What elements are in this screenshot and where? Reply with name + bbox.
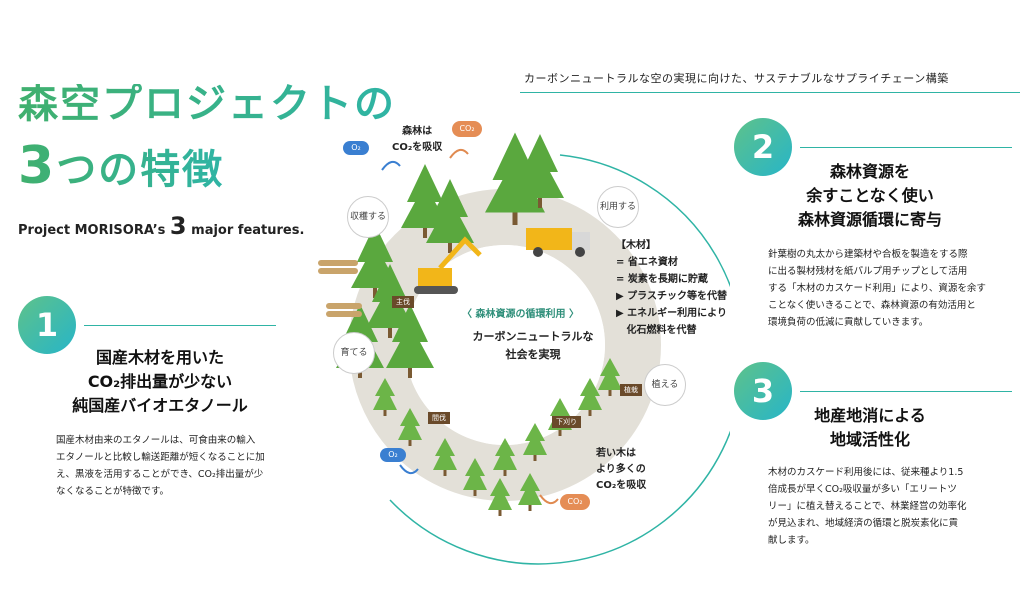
stage-use: 利用する: [597, 186, 639, 228]
page-title-line1: 森空プロジェクトの: [18, 81, 396, 127]
tag-main-cut: 主伐: [392, 296, 414, 308]
feature-1-heading-line: CO₂排出量が少ない: [87, 372, 233, 391]
o2-badge-top: O₂: [343, 141, 369, 155]
subtitle-number: 3: [169, 212, 187, 240]
feature-1-heading-line: 国産木材を用いた: [95, 348, 224, 367]
feature-1-rule: [84, 325, 276, 326]
wood-title: 【木材】: [616, 240, 656, 251]
feature-3-body-line: が見込まれ、地域経済の循環と脱炭素化に貢: [768, 518, 959, 529]
feature-2-rule: [800, 147, 1012, 148]
wood-item: ▶ プラスチック等を代替: [616, 291, 727, 302]
young-absorb-line: より多くの: [596, 464, 646, 475]
feature-1-body: 国産木材由来のエタノールは、可食由来の輸入 エタノールと比較し輸送距離が短くなる…: [56, 432, 296, 500]
co2-badge-bottom: CO₂: [560, 494, 590, 510]
page-title-rest: つの特徴: [56, 147, 225, 193]
forest-absorb-line: CO₂を吸収: [392, 142, 443, 153]
stage-plant: 植える: [644, 364, 686, 406]
tag-weeding: 下刈り: [552, 416, 581, 428]
feature-2-body-line: 針葉樹の丸太から建築材や合板を製造をする際: [768, 249, 968, 260]
top-caption: カーボンニュートラルな空の実現に向けた、サステナブルなサプライチェーン構築: [524, 72, 949, 85]
center-body-line: 社会を実現: [505, 348, 561, 361]
top-caption-rule: [520, 92, 1020, 93]
page-title-line2: 3つの特徴: [18, 140, 224, 192]
young-absorb-line: CO₂を吸収: [596, 480, 647, 491]
o2-badge-bottom: O₂: [380, 448, 406, 462]
wood-item: = 炭素を長期に貯蔵: [616, 274, 708, 285]
wood-item: ▶ エネルギー利用により: [616, 308, 727, 319]
feature-3-number-badge: 3: [734, 362, 792, 420]
feature-3-body-line: 倍成長が早くCO₂吸収量が多い「エリートツ: [768, 484, 957, 495]
feature-2-body-line: ことなく使いきることで、森林資源の有効活用と: [768, 300, 976, 311]
center-title: 〈 森林資源の循環利用 〉: [462, 309, 579, 320]
feature-2-heading-line: 余すことなく使い: [806, 186, 934, 205]
wood-item: 化石燃料を代替: [616, 325, 697, 336]
feature-3-rule: [800, 391, 1012, 392]
feature-3-heading-line: 地域活性化: [829, 430, 910, 449]
log-pile: [318, 260, 362, 317]
feature-2-heading-line: 森林資源循環に寄与: [797, 210, 942, 229]
feature-3-heading-line: 地産地消による: [814, 406, 926, 425]
tag-thinning: 間伐: [428, 412, 450, 424]
stage-grow: 育てる: [333, 332, 375, 374]
feature-2-heading-line: 森林資源を: [829, 162, 910, 181]
wood-uses-list: 【木材】 = 省エネ資材 = 炭素を長期に貯蔵 ▶ プラスチック等を代替 ▶ エ…: [616, 237, 727, 339]
feature-3-body: 木材のカスケード利用後には、従来種より1.5 倍成長が早くCO₂吸収量が多い「エ…: [768, 464, 1018, 549]
feature-1-body-line: なくなることが特徴です。: [56, 486, 170, 497]
feature-2-body: 針葉樹の丸太から建築材や合板を製造をする際 に出る製材残材を紙パルプ用チップとし…: [768, 246, 1018, 331]
feature-2-body-line: する「木材のカスケード利用」により、資源を余す: [768, 283, 986, 294]
feature-1-heading-line: 純国産バイオエタノール: [72, 396, 248, 415]
excavator: [418, 268, 452, 286]
forest-absorb-label: 森林は CO₂を吸収: [392, 124, 442, 156]
feature-3-body-line: 献します。: [768, 535, 815, 546]
subtitle-pre: Project MORISORA’s: [18, 223, 170, 238]
feature-1-heading: 国産木材を用いた CO₂排出量が少ない 純国産バイオエタノール: [40, 346, 280, 418]
stage-harvest: 収穫する: [347, 196, 389, 238]
feature-2-number-badge: 2: [734, 118, 792, 176]
co2-badge-top: CO₂: [452, 121, 482, 137]
center-body-line: カーボンニュートラルな: [472, 330, 594, 343]
page-title-number: 3: [18, 136, 57, 196]
young-tree-absorb-label: 若い木は より多くの CO₂を吸収: [596, 446, 646, 494]
feature-2-heading: 森林資源を 余すことなく使い 森林資源循環に寄与: [748, 160, 992, 232]
cycle-center: [405, 245, 605, 445]
feature-2-body-line: 環境負荷の低減に貢献していきます。: [768, 317, 929, 328]
wood-item: = 省エネ資材: [616, 257, 678, 268]
tag-planting: 植栽: [620, 384, 642, 396]
forest-cycle-illustration: [318, 132, 730, 565]
feature-1-body-line: え、黒液を活用することができ、CO₂排出量が少: [56, 469, 264, 480]
log-truck: [526, 228, 572, 250]
english-subtitle: Project MORISORA’s 3 major features.: [18, 212, 304, 240]
feature-1-body-line: 国産木材由来のエタノールは、可食由来の輸入: [56, 435, 256, 446]
feature-1-number-badge: 1: [18, 296, 76, 354]
feature-2-body-line: に出る製材残材を紙パルプ用チップとして活用: [768, 266, 968, 277]
feature-3-body-line: 木材のカスケード利用後には、従来種より1.5: [768, 467, 964, 478]
outer-arc: [389, 154, 730, 565]
subtitle-post: major features.: [186, 223, 305, 238]
center-body: カーボンニュートラルな 社会を実現: [458, 328, 608, 364]
feature-3-heading: 地産地消による 地域活性化: [760, 404, 980, 452]
feature-3-body-line: リー」に植え替えることで、林業経営の効率化: [768, 501, 967, 512]
young-absorb-line: 若い木は: [596, 448, 636, 459]
forest-absorb-line: 森林は: [402, 126, 433, 137]
feature-1-body-line: エタノールと比較し輸送距離が短くなることに加: [56, 452, 265, 463]
